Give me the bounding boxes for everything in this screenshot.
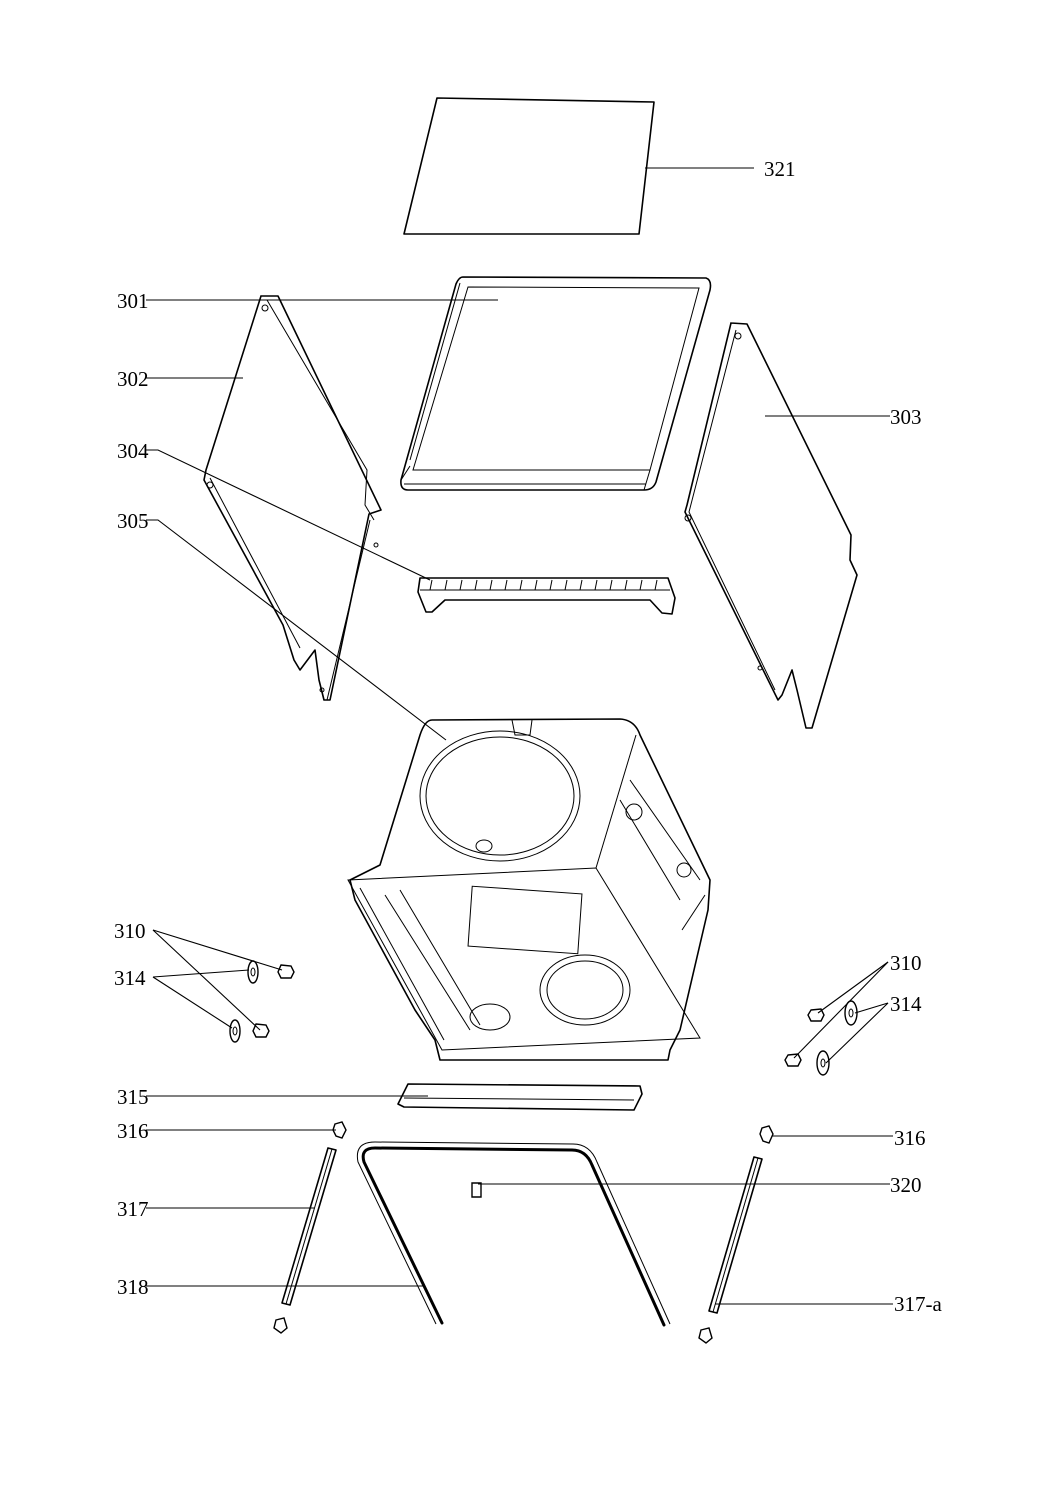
label-304: 304 [117,439,149,463]
label-316-right: 316 [894,1126,926,1150]
part-321-top-panel [403,97,655,235]
label-305: 305 [117,509,149,533]
label-301: 301 [117,289,149,313]
label-316-left: 316 [117,1119,149,1143]
label-310-right: 310 [890,951,922,975]
part-315-base-bracket [397,1083,643,1111]
callout-labels: 321 301 302 303 304 305 310 314 310 314 … [114,157,942,1316]
part-310-314-right-feet [784,1000,858,1076]
part-316-clips [332,1121,774,1144]
label-302: 302 [117,367,149,391]
part-303-right-side-panel [684,322,858,729]
part-301-top-frame [400,276,712,491]
part-302-left-side-panel [203,295,382,701]
part-320-small-clip [471,1182,482,1198]
label-314-left: 314 [114,966,146,990]
label-303: 303 [890,405,922,429]
label-314-right: 314 [890,992,922,1016]
part-305-tub-body [347,718,711,1061]
leader-lines [146,167,893,1305]
part-310-314-left-feet [229,960,295,1043]
part-318-door-seal [356,1141,671,1327]
part-317a-right-rail [698,1156,763,1344]
label-321: 321 [764,157,796,181]
label-318: 318 [117,1275,149,1299]
label-315: 315 [117,1085,149,1109]
label-317: 317 [117,1197,149,1221]
part-317-left-rail [273,1147,337,1334]
label-317a: 317-a [894,1292,942,1316]
label-310-left: 310 [114,919,146,943]
label-320: 320 [890,1173,922,1197]
part-304-grill-rail [417,577,676,615]
